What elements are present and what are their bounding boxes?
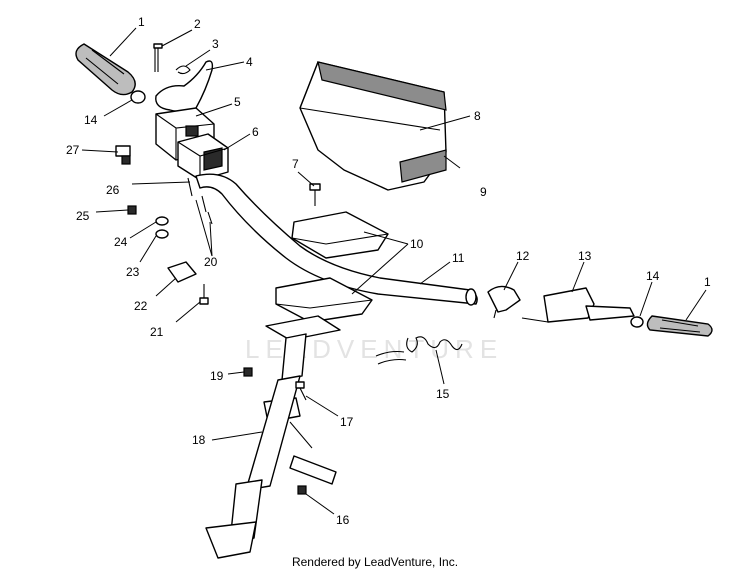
clamp-screw [309,183,321,206]
throttle-control [521,287,635,323]
housing-screw [187,177,193,197]
handlebar [195,173,478,305]
callout-21: 21 [150,325,164,339]
callout-17: 17 [340,415,354,429]
callout-8: 8 [474,109,481,123]
bracket-plate [167,261,197,283]
switch-housing [177,133,229,181]
callout-7: 7 [292,157,299,171]
callout-1-right-grip: 1 [704,275,711,289]
lock-washer [155,216,169,226]
callout-3: 3 [212,37,219,51]
callout-2: 2 [194,17,201,31]
spacer-tube [289,455,337,485]
callout-20: 20 [204,255,218,269]
callout-27: 27 [66,143,80,157]
post-nut [243,367,253,377]
callout-4: 4 [246,55,253,69]
spacer-nut [297,485,307,495]
callout-22: 22 [134,299,148,313]
cable-coil [375,336,463,365]
callout-16: 16 [336,513,350,527]
kill-switch [115,145,131,165]
callout-19: 19 [210,369,224,383]
right-end-cap [630,316,644,328]
callout-11: 11 [452,251,465,265]
flat-washer [155,229,169,239]
throttle-lever [155,60,214,113]
callout-24: 24 [114,235,128,249]
right-grip [646,315,713,337]
left-grip [75,43,136,96]
housing-screw [207,211,213,225]
callout-9: 9 [480,185,487,199]
steering-post-upper [281,333,307,381]
callout-23: 23 [126,265,140,279]
callout-5: 5 [234,95,241,109]
hex-nut [127,205,137,215]
callout-15: 15 [436,387,450,401]
left-end-cap [130,90,146,104]
housing-screw [201,195,207,213]
callout-10: 10 [410,237,424,251]
steering-post-base [205,521,257,559]
callout-6: 6 [252,125,259,139]
callout-13: 13 [578,249,592,263]
bolt [153,43,163,72]
callout-18: 18 [192,433,206,447]
callout-14-left: 14 [84,113,98,127]
steering-post-plate [265,315,341,341]
callout-26: 26 [106,183,120,197]
post-bolt [295,381,307,401]
brake-lever [487,285,521,313]
callout-12: 12 [516,249,530,263]
handlebar-cover [299,61,447,191]
bracket-screw [199,284,209,305]
render-credit: Rendered by LeadVenture, Inc. [291,555,459,569]
callout-14-right: 14 [646,269,660,283]
leader-lines [81,27,707,515]
clip [175,65,191,75]
steering-post-tube [245,375,301,491]
handlebar-end [465,288,477,306]
callout-1-left-grip: 1 [138,15,145,29]
callout-25: 25 [76,209,90,223]
